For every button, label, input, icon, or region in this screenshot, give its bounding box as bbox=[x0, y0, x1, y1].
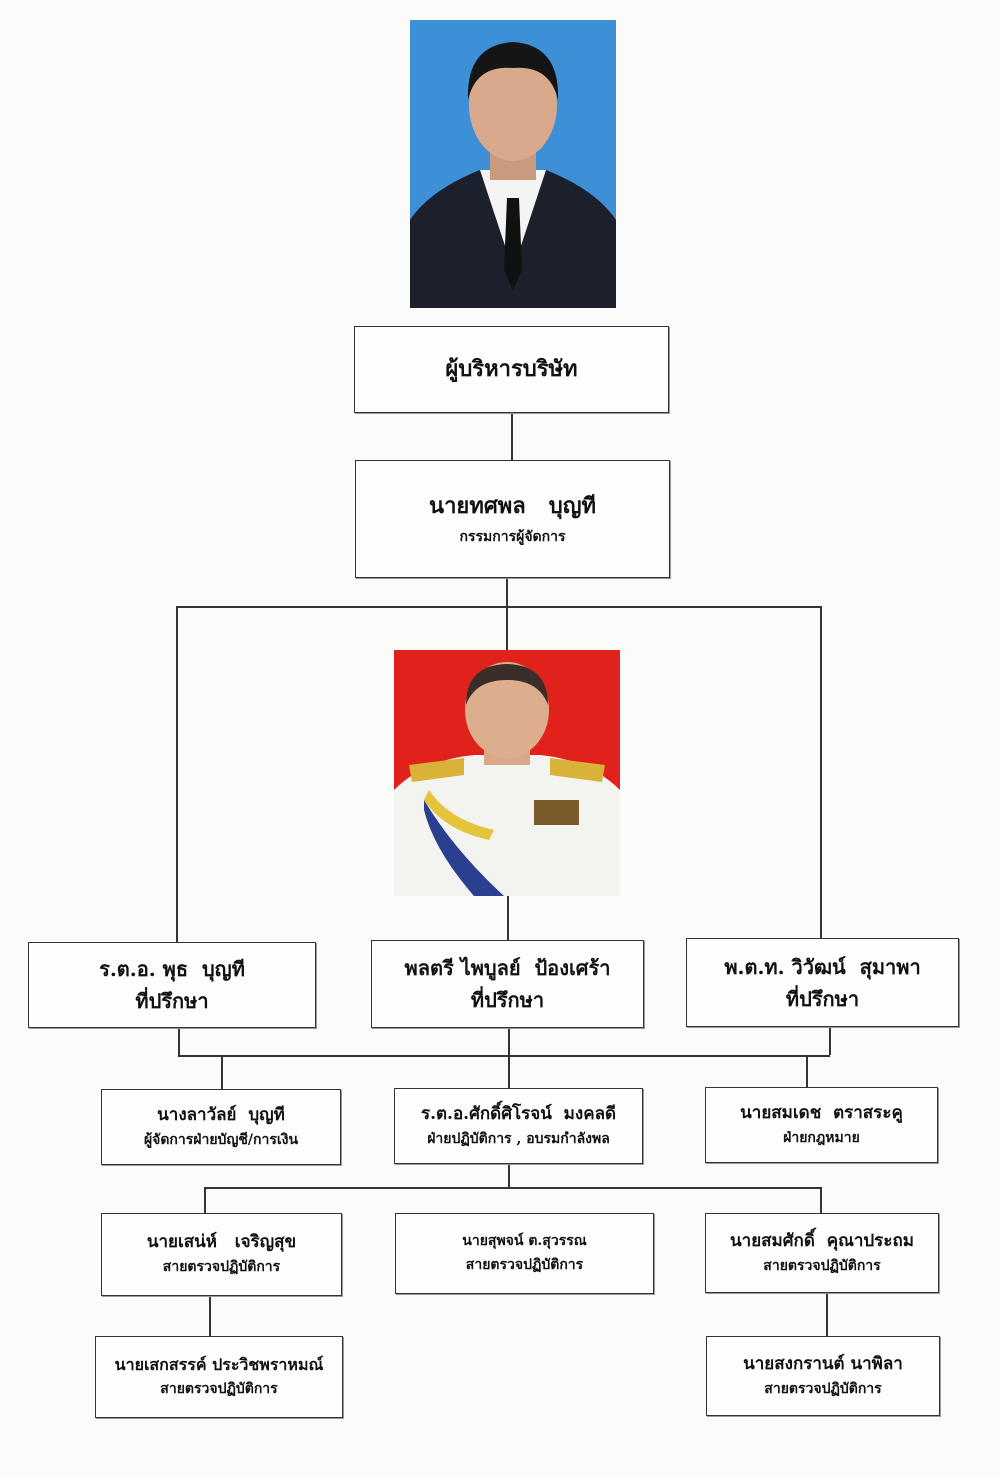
manager-role: ฝ่ายปฏิบัติการ , อบรมกำลังพล bbox=[427, 1130, 610, 1147]
inspector-box: นายเสน่ห์ เจริญสุข สายตรวจปฏิบัติการ bbox=[101, 1213, 342, 1296]
connector bbox=[507, 896, 509, 940]
advisor-box: พ.ต.ท. วิวัฒน์ สุมาพา ที่ปรึกษา bbox=[686, 938, 959, 1027]
manager-name: นายสมเดช ตราสระคู bbox=[740, 1102, 903, 1123]
inspector-role: สายตรวจปฏิบัติการ bbox=[763, 1257, 881, 1274]
connector bbox=[176, 606, 178, 942]
advisor-role: ที่ปรึกษา bbox=[135, 989, 209, 1013]
inspector-name: นายสงกรานต์ นาพิลา bbox=[743, 1353, 903, 1374]
md-name: นายทศพล บุญที bbox=[429, 493, 596, 520]
connector bbox=[178, 1055, 830, 1057]
manager-role: ฝ่ายกฎหมาย bbox=[783, 1129, 860, 1146]
advisor-name: พลตรี ไพบูลย์ ป้องเศร้า bbox=[404, 956, 611, 980]
connector bbox=[511, 413, 513, 460]
executive-title: ผู้บริหารบริษัท bbox=[445, 355, 578, 382]
manager-box: นางลาวัลย์ บุญที ผู้จัดการฝ่ายบัญชี/การเ… bbox=[101, 1089, 341, 1165]
inspector-box: นายเสกสรรค์ ประวิชพราหมณ์ สายตรวจปฏิบัติ… bbox=[95, 1336, 343, 1418]
inspector-name: นายเสกสรรค์ ประวิชพราหมณ์ bbox=[114, 1355, 324, 1375]
connector bbox=[221, 1055, 223, 1089]
manager-box: ร.ต.อ.ศักดิ์ศิโรจน์ มงคลดี ฝ่ายปฏิบัติกา… bbox=[394, 1088, 643, 1164]
inspector-box: นายสุพจน์ ต.สุวรรณ สายตรวจปฏิบัติการ bbox=[395, 1213, 654, 1294]
connector bbox=[826, 1293, 828, 1336]
connector bbox=[508, 1164, 510, 1187]
inspector-role: สายตรวจปฏิบัติการ bbox=[764, 1380, 882, 1397]
advisor-role: ที่ปรึกษา bbox=[470, 988, 545, 1012]
advisor-portrait-photo bbox=[394, 650, 620, 896]
advisor-box: ร.ต.อ. พุธ บุญที ที่ปรึกษา bbox=[28, 942, 316, 1028]
md-portrait-photo bbox=[410, 20, 616, 308]
managing-director-box: นายทศพล บุญที กรรมการผู้จัดการ bbox=[355, 460, 670, 578]
inspector-name: นายสมศักดิ์ คุณาประถม bbox=[730, 1230, 914, 1251]
connector bbox=[176, 606, 821, 608]
connector bbox=[204, 1187, 206, 1213]
connector bbox=[820, 1187, 822, 1213]
manager-name: ร.ต.อ.ศักดิ์ศิโรจน์ มงคลดี bbox=[420, 1103, 617, 1124]
inspector-box: นายสมศักดิ์ คุณาประถม สายตรวจปฏิบัติการ bbox=[705, 1213, 939, 1293]
md-role: กรรมการผู้จัดการ bbox=[459, 528, 566, 545]
inspector-role: สายตรวจปฏิบัติการ bbox=[465, 1256, 584, 1273]
connector bbox=[806, 1055, 808, 1087]
inspector-name: นายเสน่ห์ เจริญสุข bbox=[146, 1232, 297, 1252]
inspector-role: สายตรวจปฏิบัติการ bbox=[160, 1380, 278, 1397]
connector bbox=[820, 606, 822, 938]
connector bbox=[829, 1027, 831, 1055]
manager-role: ผู้จัดการฝ่ายบัญชี/การเงิน bbox=[143, 1131, 299, 1148]
connector bbox=[506, 578, 508, 650]
inspector-box: นายสงกรานต์ นาพิลา สายตรวจปฏิบัติการ bbox=[706, 1336, 940, 1416]
manager-box: นายสมเดช ตราสระคู ฝ่ายกฎหมาย bbox=[705, 1087, 938, 1163]
connector bbox=[178, 1028, 180, 1055]
connector bbox=[209, 1296, 211, 1336]
connector bbox=[508, 1028, 510, 1088]
manager-name: นางลาวัลย์ บุญที bbox=[157, 1104, 285, 1125]
inspector-role: สายตรวจปฏิบัติการ bbox=[162, 1259, 281, 1276]
advisor-name: พ.ต.ท. วิวัฒน์ สุมาพา bbox=[724, 954, 921, 979]
advisor-box: พลตรี ไพบูลย์ ป้องเศร้า ที่ปรึกษา bbox=[371, 940, 644, 1028]
inspector-name: นายสุพจน์ ต.สุวรรณ bbox=[462, 1232, 587, 1249]
connector bbox=[204, 1187, 821, 1189]
executive-box: ผู้บริหารบริษัท bbox=[354, 326, 669, 413]
advisor-name: ร.ต.อ. พุธ บุญที bbox=[99, 957, 245, 981]
advisor-role: ที่ปรึกษา bbox=[785, 986, 860, 1011]
